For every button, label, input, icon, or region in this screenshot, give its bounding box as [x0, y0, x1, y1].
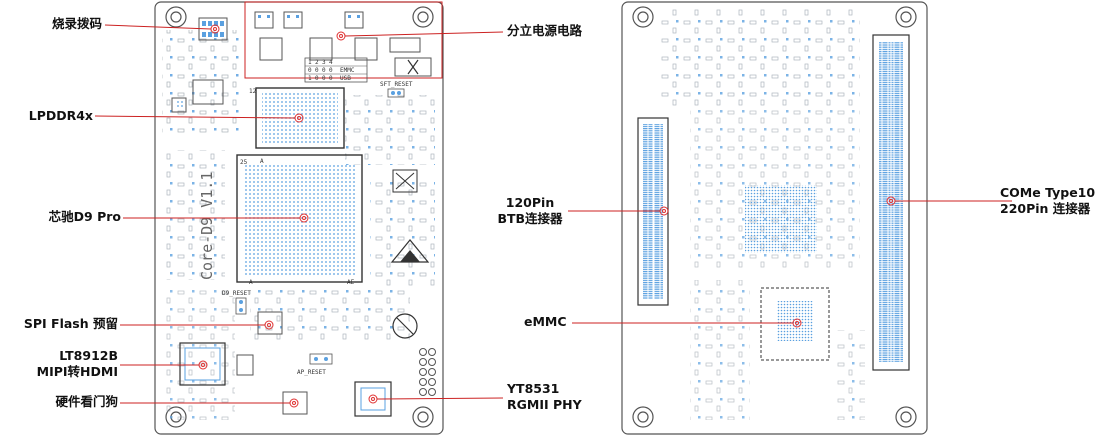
front-board: 1 2 3 4 0 0 0 0 EMMC 1 0 0 0 USB SFT_RES… [154, 1, 444, 435]
mark-a-top: A [260, 158, 264, 165]
board-name-silk: Core-D9 V1.1 [198, 172, 216, 280]
switch-r2-mode: USB [340, 75, 351, 82]
label-yt8531: YT8531 RGMII PHY [507, 381, 582, 412]
switch-header-2: 2 [315, 59, 319, 66]
label-emmc: eMMC [524, 314, 567, 329]
sft-reset-silk: SFT_RESET [380, 81, 413, 88]
label-come-line1: COMe Type10 [1000, 185, 1095, 200]
switch-r1-4: 0 [329, 67, 333, 74]
mark-12: 12 [249, 88, 257, 95]
switch-r1-3: 0 [322, 67, 326, 74]
mark-ae: AE [347, 279, 355, 286]
mark-a-bottom: A [249, 279, 253, 286]
label-watchdog: 硬件看门狗 [55, 394, 118, 409]
label-btb-line2: BTB连接器 [497, 210, 563, 226]
switch-r1-2: 0 [315, 67, 319, 74]
label-come-line2: 220Pin 连接器 [1000, 200, 1091, 216]
label-soc-d9-pro: 芯驰D9 Pro [48, 209, 121, 224]
switch-header-1: 1 [308, 59, 312, 66]
switch-config-table: 1 2 3 4 0 0 0 0 EMMC 1 0 0 0 USB [304, 57, 368, 83]
label-lt8912b-line1: LT8912B [59, 348, 118, 363]
switch-r1-mode: EMMC [340, 67, 355, 74]
label-btb-line1: 120Pin [505, 195, 555, 210]
label-spi-flash: SPI Flash 预留 [23, 316, 118, 331]
label-lt8912b: LT8912B MIPI转HDMI [20, 348, 118, 379]
label-lt8912b-line2: MIPI转HDMI [36, 363, 118, 379]
switch-r2-2: 0 [315, 75, 319, 82]
back-board [621, 1, 928, 435]
label-burn-switch: 烧录拨码 [51, 16, 102, 31]
d9-reset-silk: D9_RESET [222, 290, 251, 297]
label-come-connector: COMe Type10 220Pin 连接器 [1000, 185, 1095, 216]
ap-reset-silk: AP_RESET [297, 369, 326, 376]
label-power-circuit: 分立电源电路 [507, 23, 583, 38]
switch-r2-4: 0 [329, 75, 333, 82]
switch-r2-3: 0 [322, 75, 326, 82]
label-yt8531-line1: YT8531 [507, 381, 560, 396]
switch-header-3: 3 [322, 59, 326, 66]
mark-25: 25 [240, 159, 248, 166]
label-lpddr4x: LPDDR4x [28, 108, 93, 123]
switch-r1-1: 0 [308, 67, 312, 74]
label-btb-connector: 120Pin BTB连接器 [492, 195, 568, 226]
label-yt8531-line2: RGMII PHY [507, 396, 582, 412]
switch-header-4: 4 [329, 59, 333, 66]
callout-lines [94, 24, 1012, 404]
switch-r2-1: 1 [308, 75, 312, 82]
